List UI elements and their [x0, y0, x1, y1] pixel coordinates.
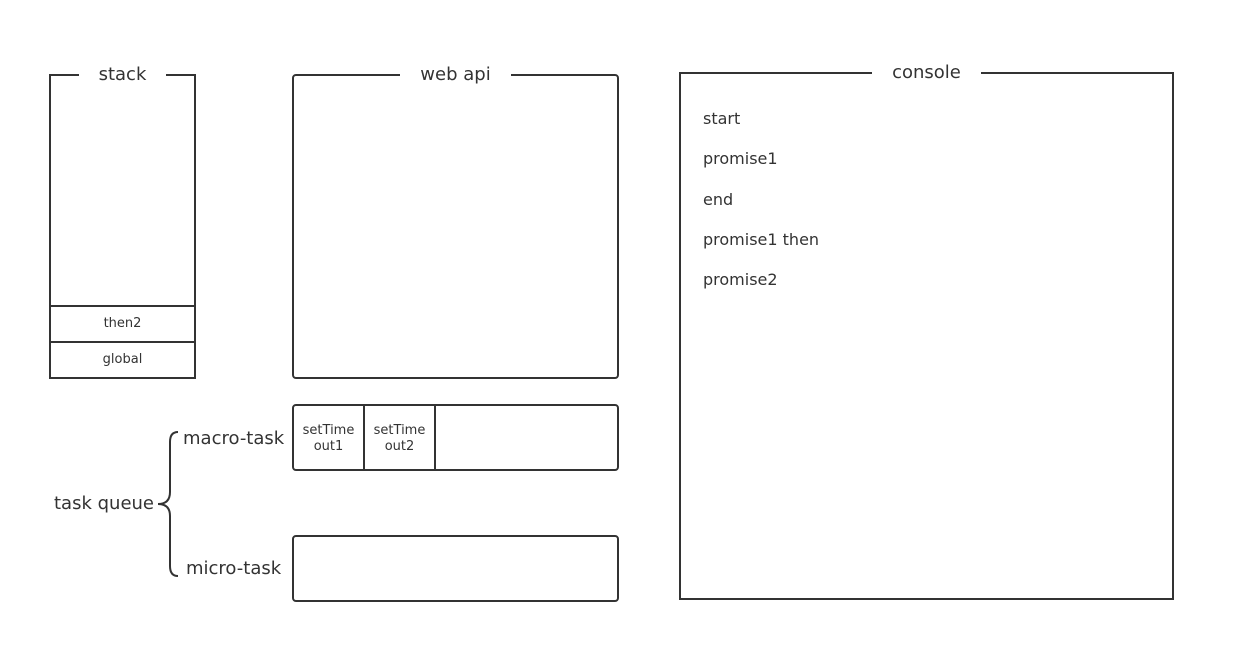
macro-task-item-label: setTime out2 — [373, 423, 426, 454]
stack-frame-then2: then2 — [51, 305, 194, 341]
web-api-box: web api — [292, 64, 619, 379]
macro-task-item: setTime out1 — [294, 406, 365, 469]
stack-title: stack — [78, 64, 167, 85]
macro-task-item-label: setTime out1 — [302, 423, 355, 454]
stack-frames: then2 global — [51, 305, 194, 377]
micro-task-queue — [292, 535, 619, 602]
macro-task-label: macro-task — [183, 428, 285, 449]
console-output: start promise1 end promise1 then promise… — [703, 108, 819, 309]
micro-task-label: micro-task — [186, 558, 282, 579]
stack-title-wrap: stack — [51, 64, 194, 86]
console-line: end — [703, 189, 734, 209]
stack-frame-global: global — [51, 341, 194, 377]
console-title-wrap: console — [681, 62, 1172, 84]
brace-icon — [157, 431, 179, 577]
web-api-title-wrap: web api — [294, 64, 617, 86]
console-line: promise2 — [703, 270, 778, 290]
console-box: console start promise1 end promise1 then… — [679, 62, 1174, 600]
console-line: promise1 then — [703, 229, 820, 249]
console-line: promise1 — [703, 149, 778, 169]
task-queue-label: task queue — [54, 493, 155, 514]
macro-task-item: setTime out2 — [365, 406, 436, 469]
macro-task-queue: setTime out1 setTime out2 — [292, 404, 619, 471]
console-title: console — [872, 62, 981, 83]
stack-box: stack then2 global — [49, 64, 196, 379]
console-line: start — [703, 109, 741, 128]
web-api-title: web api — [400, 64, 511, 85]
